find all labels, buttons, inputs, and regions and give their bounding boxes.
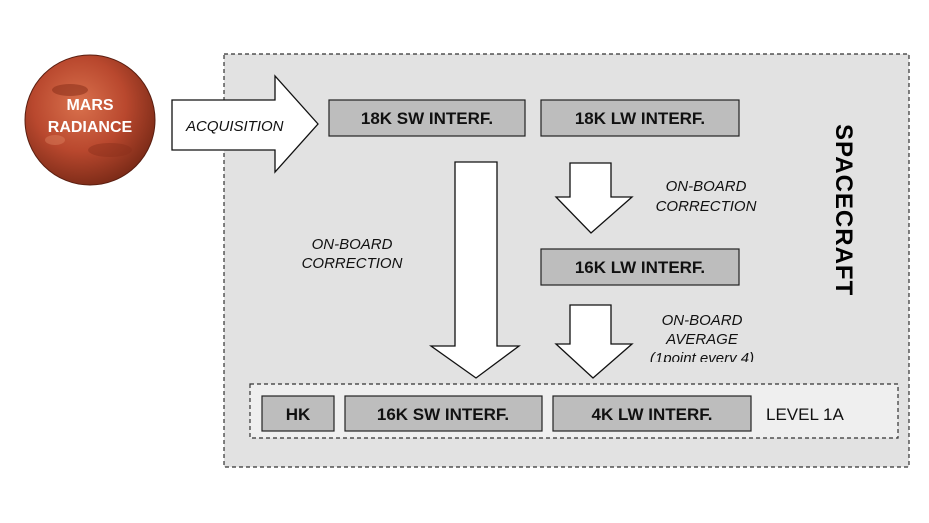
box-16k-sw: 16K SW INTERF. [344, 395, 543, 432]
box-16k-lw: 16K LW INTERF. [540, 248, 740, 286]
mars-label-line2: RADIANCE [48, 119, 133, 136]
svg-text:4K LW INTERF.: 4K LW INTERF. [592, 405, 713, 424]
svg-text:18K LW INTERF.: 18K LW INTERF. [575, 109, 705, 128]
sw-correction-arrow [428, 161, 521, 379]
box-hk: HK [261, 395, 335, 432]
box-18k-sw: 18K SW INTERF. [328, 99, 526, 137]
lw-correction-arrow [554, 162, 634, 234]
onboard-average-line2: AVERAGE [665, 331, 739, 348]
onboard-correction-right-line1: ON-BOARD [666, 178, 747, 195]
mars-label-line1: MARS [66, 97, 113, 114]
box-18k-lw: 18K LW INTERF. [540, 99, 740, 137]
svg-text:18K SW INTERF.: 18K SW INTERF. [361, 109, 493, 128]
acquisition-label: ACQUISITION [185, 118, 284, 135]
onboard-correction-left-line1: ON-BOARD [312, 236, 393, 253]
svg-text:HK: HK [286, 405, 311, 424]
mars-planet: MARS RADIANCE [24, 54, 156, 186]
svg-text:16K LW INTERF.: 16K LW INTERF. [575, 258, 705, 277]
onboard-average-line3: (1point every 4) [650, 350, 754, 367]
level-1a-label: LEVEL 1A [766, 405, 844, 424]
onboard-correction-left-line2: CORRECTION [302, 255, 403, 272]
svg-text:16K SW INTERF.: 16K SW INTERF. [377, 405, 509, 424]
spacecraft-label: SPACECRAFT [830, 124, 857, 296]
lw-average-arrow [554, 304, 634, 379]
box-4k-lw: 4K LW INTERF. [552, 395, 752, 432]
onboard-average-line1: ON-BOARD [662, 312, 743, 329]
onboard-correction-right-line2: CORRECTION [656, 198, 757, 215]
acquisition-arrow: ACQUISITION [171, 74, 319, 174]
